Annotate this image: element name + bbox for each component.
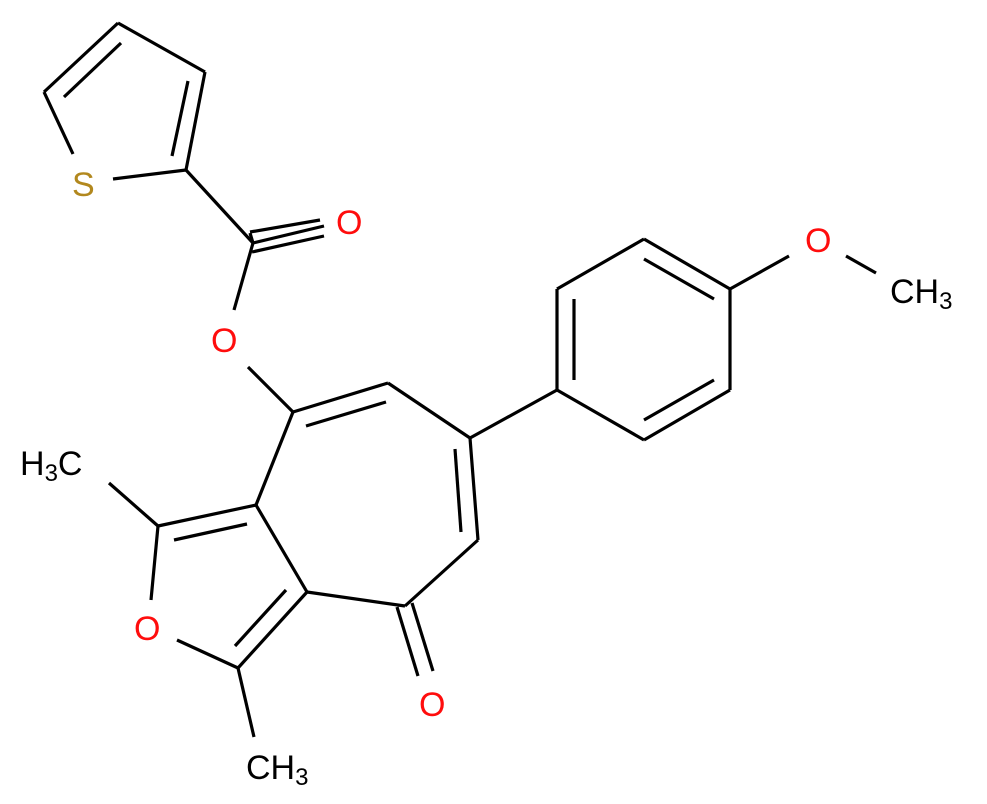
furan-oxygen-label: O bbox=[134, 610, 160, 648]
methoxyphenyl-ring bbox=[469, 237, 877, 442]
methoxy-methyl-label: CH3 bbox=[890, 273, 952, 315]
carbonyl-oxygen-label: O bbox=[336, 204, 362, 242]
methyl-bottom-label: CH3 bbox=[246, 749, 308, 791]
furan-ring bbox=[107, 481, 309, 738]
cycloheptatrienone-ring bbox=[254, 381, 480, 677]
methoxy-oxygen-label: O bbox=[805, 222, 831, 260]
ester-oxygen-label: O bbox=[211, 322, 237, 360]
thiophene-ring bbox=[42, 21, 207, 181]
ketone-oxygen-label: O bbox=[419, 686, 445, 724]
methyl-top-left-label: H3C bbox=[20, 445, 82, 487]
sulfur-label: S bbox=[72, 166, 95, 204]
ester-linkage bbox=[184, 168, 325, 414]
